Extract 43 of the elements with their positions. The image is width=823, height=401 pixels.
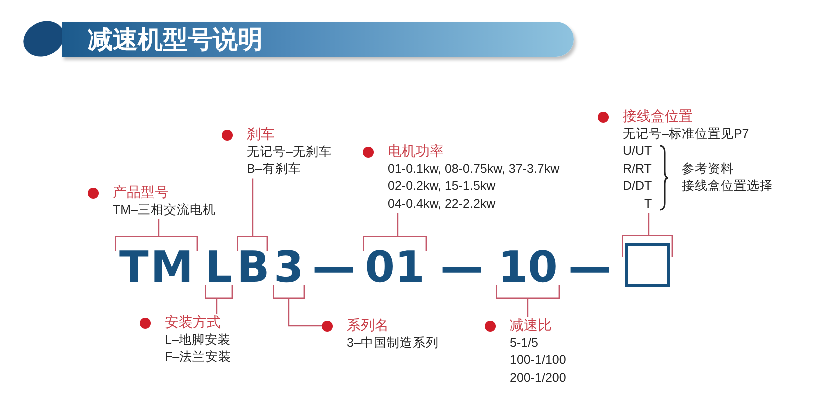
leader-line (527, 299, 529, 318)
callout-text: D/DT (623, 178, 652, 196)
callout-text: B–有刹车 (247, 161, 302, 178)
leader-line (288, 299, 322, 327)
leader-line (397, 213, 399, 236)
callout-heading: 接线盒位置 (623, 108, 693, 126)
callout-text: 100-1/100 (510, 352, 566, 370)
callout-text: 5-1/5 (510, 334, 538, 352)
callout-text: F–法兰安装 (165, 349, 232, 366)
callout-text: 3–中国制造系列 (347, 334, 439, 352)
callout-heading: 减速比 (510, 317, 552, 335)
callout-text: U/UT (623, 143, 652, 160)
callout-text: T (644, 196, 652, 213)
callout-text: R/RT (623, 160, 652, 178)
model-code-text: 10 (497, 252, 559, 284)
model-code-text: 01 (364, 252, 426, 284)
leader-line (252, 178, 254, 236)
callout-text: 接线盒位置选择 (682, 178, 774, 196)
callout-heading: 产品型号 (113, 184, 169, 202)
callout-text: 无记号–标准位置见P7 (623, 126, 750, 143)
model-code-text: B (237, 252, 268, 284)
separator-dash: — (568, 252, 612, 284)
leader-line (648, 213, 650, 235)
title: 减速机型号说明 (88, 24, 263, 56)
callout-text: TM–三相交流电机 (113, 202, 216, 219)
model-code-text: 3 (273, 252, 305, 284)
callout-heading: 电机功率 (388, 143, 444, 161)
leader-line (158, 219, 160, 236)
callout-text: 无记号–无刹车 (247, 144, 332, 161)
model-code-text: L (205, 252, 233, 284)
callout-heading: 刹车 (247, 126, 275, 144)
separator-dash: — (312, 252, 356, 284)
callout-text: 01-0.1kw, 08-0.75kw, 37-3.7kw (388, 160, 560, 178)
callout-heading: 系列名 (347, 317, 389, 335)
model-code-text: TM (118, 252, 197, 284)
callout-text: 04-0.4kw, 22-2.2kw (388, 196, 496, 213)
leader-line (216, 299, 218, 314)
callout-heading: 安装方式 (165, 314, 221, 332)
separator-dash: — (440, 252, 484, 284)
callout-text: 02-0.2kw, 15-1.5kw (388, 178, 496, 196)
callout-text: 200-1/200 (510, 370, 566, 387)
callout-text: L–地脚安装 (165, 332, 231, 349)
callout-text: 参考资料 (682, 160, 734, 178)
